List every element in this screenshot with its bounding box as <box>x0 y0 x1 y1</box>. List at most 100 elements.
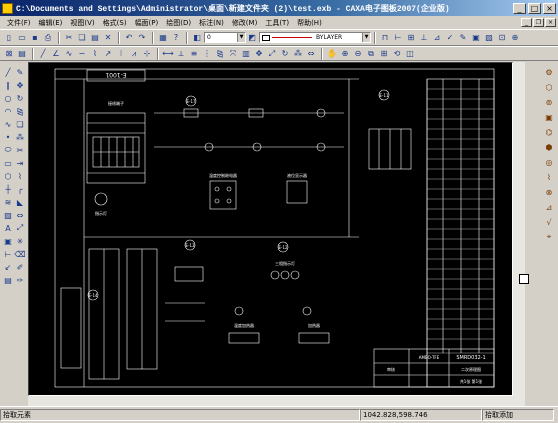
rectangle-tool-icon[interactable]: ▭ <box>4 158 12 168</box>
menu-draw[interactable]: 绘图(D) <box>166 18 192 27</box>
menu-dimension[interactable]: 标注(N) <box>199 18 224 27</box>
curve-icon[interactable]: ∿ <box>65 49 73 58</box>
library-bolt-icon[interactable]: ⌬ <box>545 127 553 137</box>
format-brush-icon[interactable]: ✑ <box>16 275 24 285</box>
minimize-button[interactable]: _ <box>513 2 526 14</box>
image-tool-icon[interactable]: ▤ <box>4 275 12 285</box>
transform-icon[interactable]: ⤧ <box>229 48 237 58</box>
undo-icon[interactable]: ↶ <box>125 33 133 42</box>
pan-icon[interactable]: ✋ <box>327 49 337 58</box>
zoom-window-icon[interactable]: ⧉ <box>368 48 374 58</box>
library-icon[interactable]: ⊡ <box>498 33 506 42</box>
layer-select[interactable]: 0 ▼ <box>204 32 246 43</box>
snap-icon[interactable]: ⊓ <box>381 33 389 42</box>
delete-icon[interactable]: ✕ <box>104 33 112 42</box>
library-weld-icon[interactable]: ⊿ <box>545 202 553 212</box>
arrow-line-icon[interactable]: ↗ <box>104 49 112 58</box>
width-icon[interactable]: ⟷ <box>162 49 174 58</box>
dimension-icon[interactable]: ⊢ <box>394 33 402 42</box>
zigzag-icon[interactable]: ⩘ <box>131 48 137 58</box>
image-icon[interactable]: ▨ <box>485 33 493 42</box>
text-tool-icon[interactable]: A <box>5 223 11 233</box>
menu-view[interactable]: 视图(V) <box>70 18 95 27</box>
layer-icon[interactable]: ◧ <box>193 33 201 42</box>
scale-icon[interactable]: ⤢ <box>268 48 276 58</box>
align-icon[interactable]: ≡ <box>190 49 198 58</box>
copy-tool-icon[interactable]: ❏ <box>16 119 24 129</box>
stretch-tool-icon[interactable]: ⇔ <box>16 210 24 220</box>
query-icon[interactable]: ⊕ <box>511 33 519 42</box>
trim-tool-icon[interactable]: ✂ <box>16 145 24 155</box>
array-tool-icon[interactable]: ⁂ <box>16 132 24 142</box>
chamfer-tool-icon[interactable]: ◣ <box>16 197 24 207</box>
grid-icon[interactable]: ⊞ <box>407 33 415 42</box>
library-bearing-icon[interactable]: ◎ <box>545 157 553 167</box>
redraw-icon[interactable]: ⟲ <box>393 49 401 58</box>
array-icon[interactable]: ⁂ <box>294 49 302 58</box>
menu-help[interactable]: 帮助(H) <box>297 18 322 27</box>
line-icon[interactable]: ╱ <box>40 49 46 58</box>
block-icon[interactable]: ▣ <box>472 33 480 42</box>
circle-tool-icon[interactable]: ○ <box>4 93 12 103</box>
hatch-tool-icon[interactable]: ▨ <box>4 210 12 220</box>
help-icon[interactable]: ? <box>173 33 179 42</box>
property-tool-icon[interactable]: ✐ <box>16 262 24 272</box>
color-icon[interactable]: ◩ <box>248 33 256 42</box>
move-tool-icon[interactable]: ✥ <box>16 80 24 90</box>
hatch-icon[interactable]: ▥ <box>242 49 250 58</box>
doc-minimize-button[interactable]: _ <box>521 18 532 27</box>
distribute-icon[interactable]: ⋮ <box>203 49 211 58</box>
measure-icon[interactable]: ⊿ <box>433 33 441 42</box>
point-tool-icon[interactable]: • <box>5 132 11 142</box>
polyline-icon[interactable]: ⌇ <box>93 49 97 58</box>
frame-icon[interactable]: ⊠ <box>5 49 13 58</box>
check-icon[interactable]: ✓ <box>446 33 454 42</box>
menu-modify[interactable]: 修改(M) <box>231 18 258 27</box>
title-bar[interactable]: C:\Documents and Settings\Administrator\… <box>0 0 558 16</box>
pencil-tool-icon[interactable]: ✎ <box>16 67 24 77</box>
centerline-tool-icon[interactable]: ┼ <box>5 184 11 194</box>
scroll-thumb[interactable] <box>519 274 529 284</box>
spline-icon[interactable]: ∽ <box>78 49 86 58</box>
explode-tool-icon[interactable]: ✳ <box>16 236 24 246</box>
vertical-scrollbar[interactable] <box>513 62 529 396</box>
fillet-tool-icon[interactable]: ╭ <box>17 184 23 194</box>
point-icon[interactable]: ⁝ <box>119 49 123 58</box>
library-insert-icon[interactable]: ⚙ <box>545 67 553 77</box>
doc-close-button[interactable]: × <box>545 18 556 27</box>
library-manage-icon[interactable]: ⬡ <box>545 82 553 92</box>
rotate-tool-icon[interactable]: ↻ <box>16 93 24 103</box>
line-tool-icon[interactable]: ╱ <box>5 67 11 77</box>
library-search-icon[interactable]: ⊚ <box>545 97 553 107</box>
height-icon[interactable]: ⟂ <box>178 48 184 58</box>
polygon-tool-icon[interactable]: ⬡ <box>4 171 12 181</box>
menu-format[interactable]: 格式(S) <box>102 18 127 27</box>
menu-edit[interactable]: 编辑(E) <box>38 18 63 27</box>
redo-icon[interactable]: ↷ <box>138 33 146 42</box>
title-block-icon[interactable]: ▤ <box>18 49 26 58</box>
library-part-icon[interactable]: ▣ <box>545 112 553 122</box>
selection-mode[interactable]: 拾取添加 <box>482 409 554 421</box>
chevron-down-icon[interactable]: ▼ <box>237 33 245 42</box>
menu-file[interactable]: 文件(F) <box>7 18 31 27</box>
mirror-tool-icon[interactable]: ⧎ <box>16 106 24 116</box>
properties-icon[interactable]: ▦ <box>159 33 167 42</box>
menu-tools[interactable]: 工具(T) <box>265 18 290 27</box>
extend-tool-icon[interactable]: ⇥ <box>16 158 24 168</box>
node-icon[interactable]: ⊹ <box>143 49 151 58</box>
library-spring-icon[interactable]: ⌇ <box>547 172 551 182</box>
stretch-icon[interactable]: ⇔ <box>307 49 315 58</box>
zoom-out-icon[interactable]: ⊖ <box>354 49 362 58</box>
ortho-icon[interactable]: ⊥ <box>420 33 428 42</box>
maximize-button[interactable]: □ <box>528 2 541 14</box>
library-surface-icon[interactable]: √ <box>546 217 552 227</box>
horizontal-scrollbar[interactable] <box>28 396 525 406</box>
open-file-icon[interactable]: ▭ <box>18 33 26 42</box>
cut-icon[interactable]: ✂ <box>65 33 73 42</box>
scale-tool-icon[interactable]: ⤢ <box>16 223 24 232</box>
zoom-in-icon[interactable]: ⊕ <box>341 49 349 58</box>
library-symbol-icon[interactable]: ⊗ <box>545 187 553 197</box>
new-file-icon[interactable]: ▯ <box>6 33 12 42</box>
move-icon[interactable]: ✥ <box>255 49 263 58</box>
spline-tool-icon[interactable]: ∿ <box>4 119 12 129</box>
